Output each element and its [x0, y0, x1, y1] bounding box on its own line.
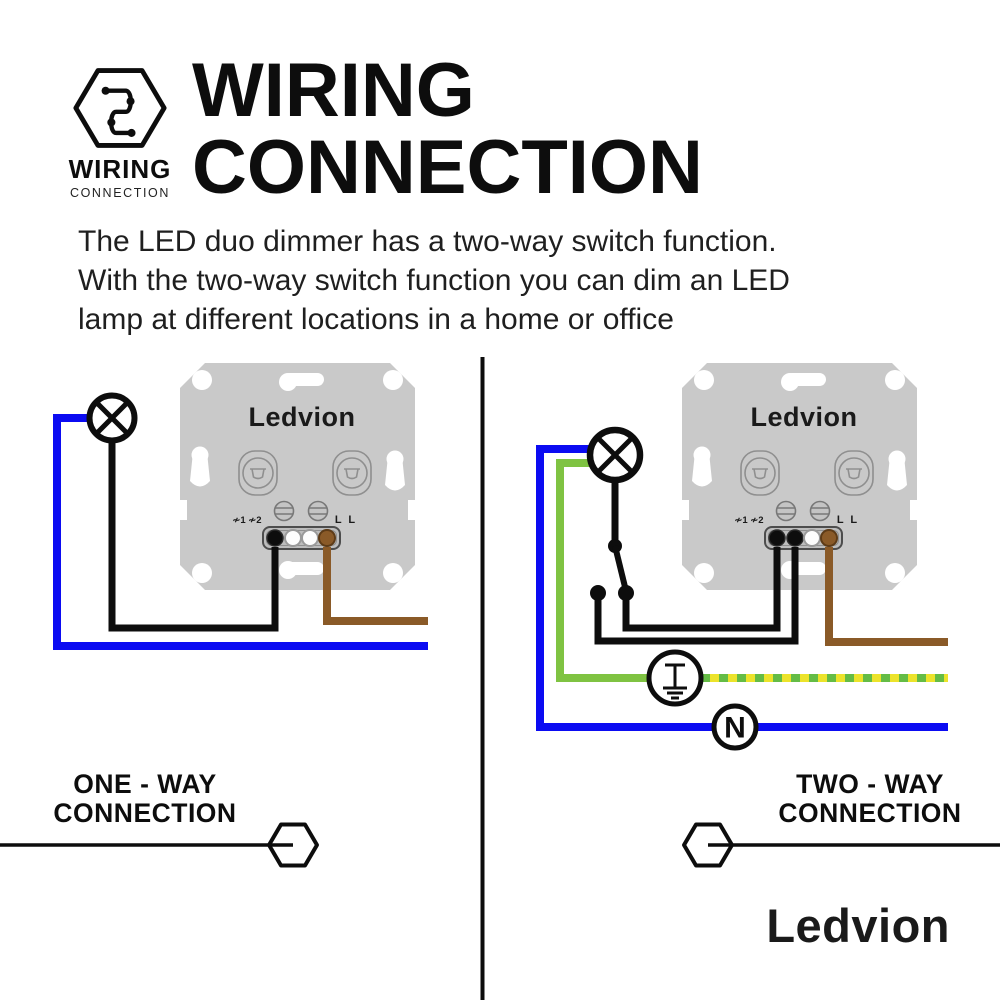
dim-terminal-label: ≁1 ≁2	[734, 515, 763, 526]
one-way-caption: ONE - WAY CONNECTION	[20, 770, 270, 828]
keyhole-slot	[190, 457, 210, 487]
live-brown-wire	[825, 547, 948, 646]
wire-node	[107, 118, 116, 127]
plate-notch	[910, 500, 919, 520]
keyhole-slot	[887, 461, 907, 491]
right-rule	[682, 822, 1000, 868]
terminal-hole-black-wire	[786, 529, 804, 547]
logo-title: WIRING	[68, 154, 172, 184]
keyhole-slot	[692, 457, 712, 487]
hexagon-outline	[73, 68, 167, 148]
mount-hole	[192, 563, 212, 583]
mount-slot-end	[279, 373, 297, 391]
logo-subtitle: CONNECTION	[69, 186, 171, 200]
two-way-caption: TWO - WAY CONNECTION	[745, 770, 995, 828]
terminal-screw	[273, 500, 295, 522]
device-brand-label: Ledvion	[248, 402, 355, 432]
plate-notch	[178, 500, 187, 520]
mount-hole	[885, 563, 905, 583]
description-line3: lamp at different locations in a home or…	[78, 303, 674, 336]
clamp-claw	[238, 450, 278, 496]
one-way-diagram: Ledvion ≁1 ≁2 L L	[53, 363, 428, 650]
two-way-switch-icon	[590, 480, 634, 601]
load-terminal-label: L L	[335, 514, 357, 526]
mount-hole	[383, 370, 403, 390]
live-brown-wire	[323, 547, 428, 625]
mount-hole	[694, 370, 714, 390]
load-terminal-label: L L	[837, 514, 859, 526]
dimmer-device: Ledvion ≁1 ≁2 L L	[178, 363, 417, 590]
switched-black-wire	[108, 439, 279, 632]
mount-hole	[885, 370, 905, 390]
terminal-hole-empty	[301, 529, 319, 547]
switch-wire-2	[594, 547, 799, 645]
clamp-claw	[332, 450, 372, 496]
mount-hole	[694, 563, 714, 583]
switch-blade	[612, 545, 629, 592]
mount-hole	[383, 563, 403, 583]
terminal-screw	[809, 500, 831, 522]
two-way-caption-line1: TWO - WAY	[796, 769, 944, 799]
device-plate	[180, 363, 415, 590]
clamp-claw	[740, 450, 780, 496]
wiring-connection-logo-icon	[73, 68, 167, 148]
brand-wordmark: Ledvion	[766, 899, 950, 952]
neutral-symbol-label: N	[724, 712, 746, 745]
page-title: WIRING CONNECTION	[192, 52, 703, 206]
wire-curve-icon	[103, 88, 134, 136]
neutral-blue-wire	[53, 414, 428, 650]
device-plate	[682, 363, 917, 590]
switch-contact	[618, 585, 634, 601]
description-line2: With the two-way switch function you can…	[78, 264, 790, 297]
two-way-caption-line2: CONNECTION	[778, 798, 962, 828]
switch-wire-1	[622, 547, 781, 632]
dim-terminal-label: ≁1 ≁2	[232, 515, 261, 526]
page-title-line1: WIRING	[192, 48, 475, 133]
earth-green-wire	[556, 459, 649, 682]
plate-notch	[680, 500, 689, 520]
clamp-claw	[834, 450, 874, 496]
two-way-diagram: Ledvion ≁1 ≁2 L L	[536, 363, 948, 751]
one-way-caption-line1: ONE - WAY	[73, 769, 217, 799]
mount-hole	[192, 370, 212, 390]
wire-node	[127, 128, 136, 137]
description-line1: The LED duo dimmer has a two-way switch …	[78, 225, 777, 258]
earth-symbol-icon	[646, 649, 704, 707]
terminal-screw	[307, 500, 329, 522]
neutral-symbol: N	[711, 703, 759, 751]
lamp-icon	[86, 392, 138, 444]
terminal-hole-black-wire	[266, 529, 284, 547]
lamp-icon	[586, 426, 644, 484]
dimmer-device: Ledvion ≁1 ≁2 L L	[680, 363, 919, 590]
terminal-screw	[775, 500, 797, 522]
switch-contact	[590, 585, 606, 601]
mount-slot-end	[279, 561, 297, 579]
brand-logo: WIRING CONNECTION	[58, 64, 182, 200]
terminal-hole-black-wire	[768, 529, 786, 547]
left-rule	[0, 822, 319, 868]
wire-node	[126, 97, 135, 106]
terminal-hole-brown-wire	[820, 529, 838, 547]
terminal-hole-empty	[284, 529, 302, 547]
page-title-line2: CONNECTION	[192, 125, 703, 210]
terminal-hole-brown-wire	[318, 529, 336, 547]
plate-notch	[408, 500, 417, 520]
terminal-hole-empty	[803, 529, 821, 547]
description-text: The LED duo dimmer has a two-way switch …	[78, 222, 790, 339]
mount-slot-end	[781, 373, 799, 391]
one-way-caption-line2: CONNECTION	[53, 798, 237, 828]
wire-node	[101, 86, 110, 95]
keyhole-slot	[385, 461, 405, 491]
device-brand-label: Ledvion	[750, 402, 857, 432]
